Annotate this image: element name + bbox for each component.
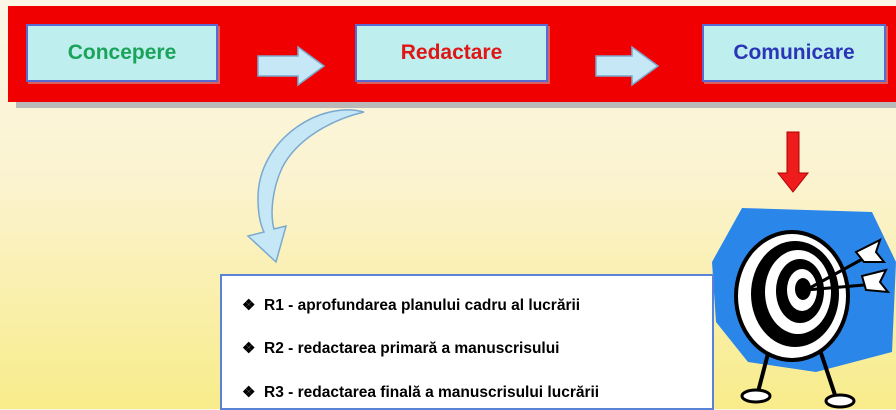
step-r2: ❖ R2 - redactarea primară a manuscrisului (242, 339, 560, 358)
stage-comunicare: Comunicare (702, 24, 886, 82)
diamond-bullet-icon: ❖ (242, 340, 256, 357)
step-r1-text: R1 - aprofundarea planului cadru al lucr… (264, 297, 581, 314)
diamond-bullet-icon: ❖ (242, 384, 256, 401)
stage-concepere-label: Concepere (67, 41, 177, 64)
stage-concepere: Concepere (26, 24, 218, 82)
step-r1: ❖ R1 - aprofundarea planului cadru al luc… (242, 296, 580, 315)
stage-redactare-label: Redactare (400, 41, 503, 64)
curved-arrow-icon (246, 109, 365, 264)
redactare-steps-box: ❖ R1 - aprofundarea planului cadru al luc… (220, 274, 714, 410)
step-r2-text: R2 - redactarea primară a manuscrisului (264, 340, 560, 357)
target-illustration (712, 208, 896, 409)
diamond-bullet-icon: ❖ (242, 297, 256, 314)
stage-comunicare-label: Comunicare (733, 41, 855, 64)
step-r3: ❖ R3 - redactarea finală a manuscrisului … (242, 383, 599, 402)
right-arrow-icon (257, 45, 326, 87)
step-r3-text: R3 - redactarea finală a manuscrisului l… (264, 384, 600, 401)
right-arrow-icon (595, 45, 660, 87)
down-arrow-icon (776, 131, 810, 193)
stage-redactare: Redactare (355, 24, 548, 82)
